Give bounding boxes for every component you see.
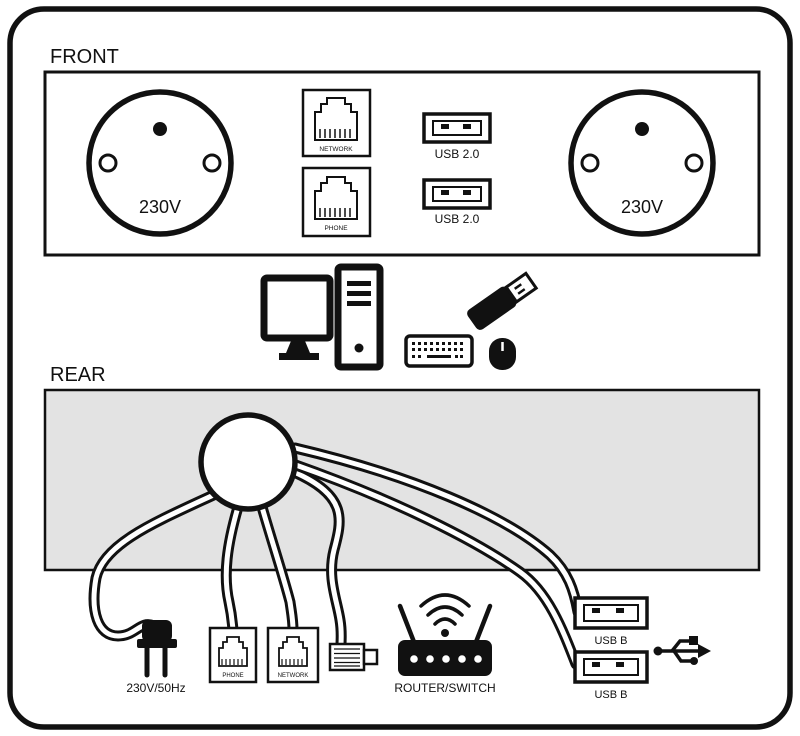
front-panel-outline: [43, 70, 761, 257]
usb-symbol-icon: [653, 636, 711, 665]
usb-bottom-label: USB 2.0: [435, 212, 480, 226]
outer-frame: [7, 6, 793, 730]
mouse-icon: [489, 338, 516, 370]
socket-left-label: 230V: [139, 197, 181, 217]
usb-top-label: USB 2.0: [435, 147, 480, 161]
power-socket-right-icon: 230V: [568, 89, 716, 237]
rj45-phone-jack-icon: PHONE: [301, 166, 372, 238]
usb-port-bottom-icon: USB 2.0: [422, 178, 492, 226]
usb-b-port-top-icon: USB B: [573, 596, 649, 647]
cable-hub-icon: [198, 412, 298, 512]
cables: [88, 442, 584, 670]
bottom-icons: 230V/50Hz PHONE NETWORK: [126, 593, 711, 701]
network-jack-bottom-label: NETWORK: [278, 673, 309, 679]
usb-b-port-bottom-icon: USB B: [573, 650, 649, 701]
keyboard-icon: [404, 334, 474, 368]
front-panel: 230V 230V NETWORK: [43, 70, 761, 257]
phone-jack-label: PHONE: [324, 225, 348, 232]
network-jack-label: NETWORK: [319, 146, 353, 153]
monitor-icon: [260, 274, 334, 360]
equipment-icons: [260, 263, 539, 371]
usb-b-bottom-label: USB B: [594, 689, 627, 701]
usb-port-top-icon: USB 2.0: [422, 112, 492, 161]
rj45-network-jack-icon: NETWORK: [301, 88, 372, 158]
usb-b-top-label: USB B: [594, 635, 627, 647]
rj45-network-jack-bottom-icon: NETWORK: [266, 626, 320, 684]
computer-tower-icon: [334, 263, 384, 371]
front-section-label: FRONT: [50, 46, 119, 68]
socket-right-label: 230V: [621, 197, 663, 217]
rj45-phone-jack-bottom-icon: PHONE: [208, 626, 258, 684]
rear-section-label: REAR: [50, 364, 106, 386]
router-icon: ROUTER/SWITCH: [394, 593, 496, 695]
phone-jack-bottom-label: PHONE: [222, 673, 243, 679]
router-label: ROUTER/SWITCH: [394, 681, 495, 695]
power-socket-left-icon: 230V: [86, 89, 234, 237]
ethernet-connector-icon: [328, 642, 379, 672]
power-plug-icon: 230V/50Hz: [126, 620, 186, 695]
plug-label: 230V/50Hz: [126, 681, 185, 695]
usb-stick-icon: [467, 271, 539, 330]
